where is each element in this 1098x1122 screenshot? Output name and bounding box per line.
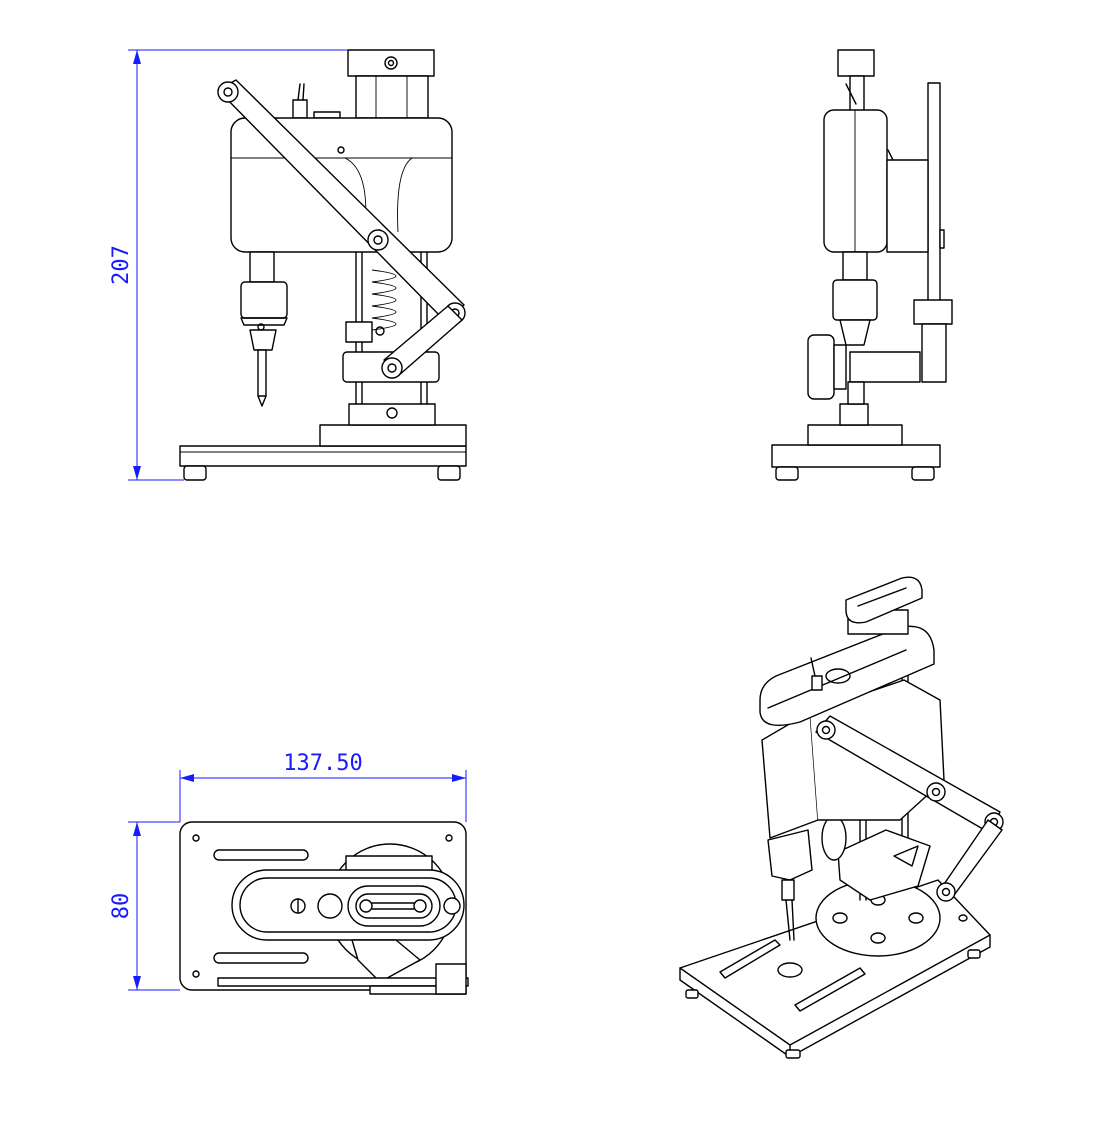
iso-view [679, 576, 1004, 1059]
front-view [179, 49, 467, 481]
dimension-height: 207 [109, 49, 348, 481]
dimension-depth: 80 [109, 821, 180, 991]
width-value: 137.50 [283, 751, 362, 776]
top-view [179, 821, 469, 995]
dimension-width: 137.50 [179, 751, 467, 822]
height-value: 207 [109, 245, 134, 285]
depth-value: 80 [109, 893, 134, 920]
side-view [771, 49, 953, 481]
